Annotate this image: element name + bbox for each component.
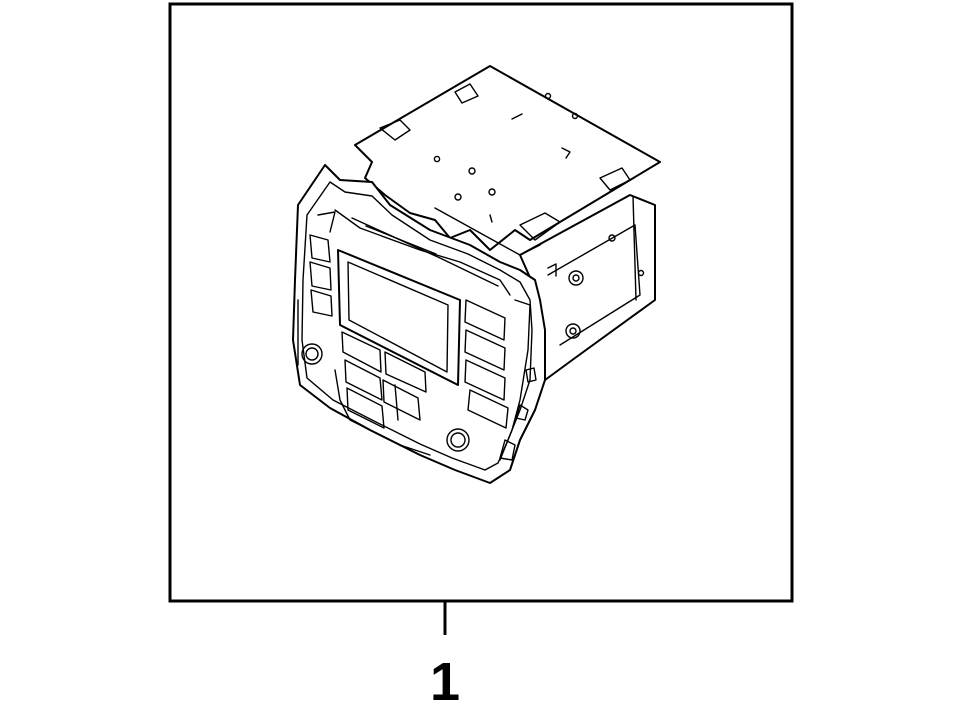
part-callout-number[interactable]: 1 xyxy=(430,652,460,707)
diagram-frame xyxy=(168,2,794,603)
radio-head-unit-icon[interactable] xyxy=(292,65,661,484)
